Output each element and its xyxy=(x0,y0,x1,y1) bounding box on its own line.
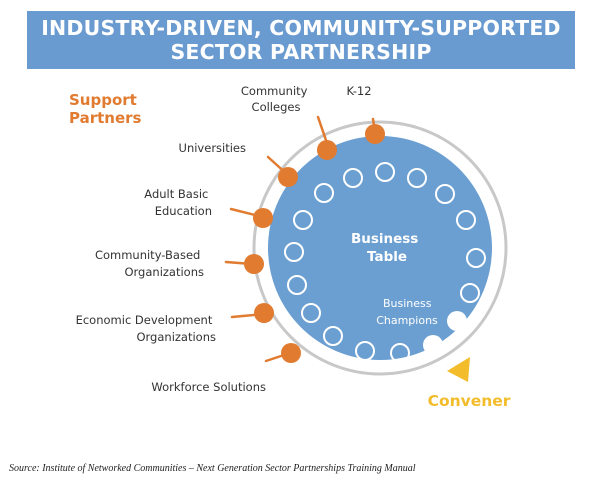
partner-labels: Community Colleges K-12 Universities Adu… xyxy=(76,84,372,394)
title-line-1: INDUSTRY-DRIVEN, COMMUNITY-SUPPORTED xyxy=(41,16,561,40)
outer-ring xyxy=(252,120,508,376)
seat xyxy=(293,210,313,230)
seat xyxy=(284,242,304,262)
partner-label-community-based-organizations: Community-Based Organizations xyxy=(95,248,204,279)
business-champions-label: Business Champions xyxy=(376,297,438,327)
partner-node xyxy=(365,124,385,144)
partner-node xyxy=(244,254,264,274)
seat xyxy=(390,343,410,363)
business-champion-seat xyxy=(423,335,443,355)
partner-label-workforce-solutions: Workforce Solutions xyxy=(151,380,266,394)
partner-node xyxy=(254,303,274,323)
seat xyxy=(355,341,375,361)
partner-label-adult-basic-education: Adult Basic Education xyxy=(144,187,212,218)
convener-arrow-icon xyxy=(447,357,470,382)
seat xyxy=(456,210,476,230)
seat xyxy=(301,303,321,323)
seat xyxy=(323,326,343,346)
partner-label-k12: K-12 xyxy=(346,84,371,98)
seat xyxy=(287,275,307,295)
support-partners-heading: Support Partners xyxy=(69,91,142,127)
convener-label: Convener xyxy=(428,392,511,410)
seat xyxy=(314,183,334,203)
business-champion-seat xyxy=(447,311,467,331)
partner-node xyxy=(278,167,298,187)
seat xyxy=(466,248,486,268)
partner-label-universities: Universities xyxy=(179,141,246,155)
source-caption: Source: Institute of Networked Communiti… xyxy=(9,463,416,474)
partner-label-economic-development-organizations: Economic Development Organizations xyxy=(76,313,216,344)
partner-node xyxy=(317,140,337,160)
seat xyxy=(343,168,363,188)
partner-label-community-colleges: Community Colleges xyxy=(241,84,311,114)
seat xyxy=(407,168,427,188)
seat xyxy=(375,162,395,182)
title-banner: INDUSTRY-DRIVEN, COMMUNITY-SUPPORTED SEC… xyxy=(27,11,575,69)
title-line-2: SECTOR PARTNERSHIP xyxy=(170,40,432,64)
business-seats xyxy=(284,162,486,363)
partner-nodes xyxy=(244,124,385,363)
seat xyxy=(435,184,455,204)
business-table-label: Business Table xyxy=(351,231,423,265)
seat xyxy=(460,283,480,303)
partner-node xyxy=(253,208,273,228)
partner-node xyxy=(281,343,301,363)
